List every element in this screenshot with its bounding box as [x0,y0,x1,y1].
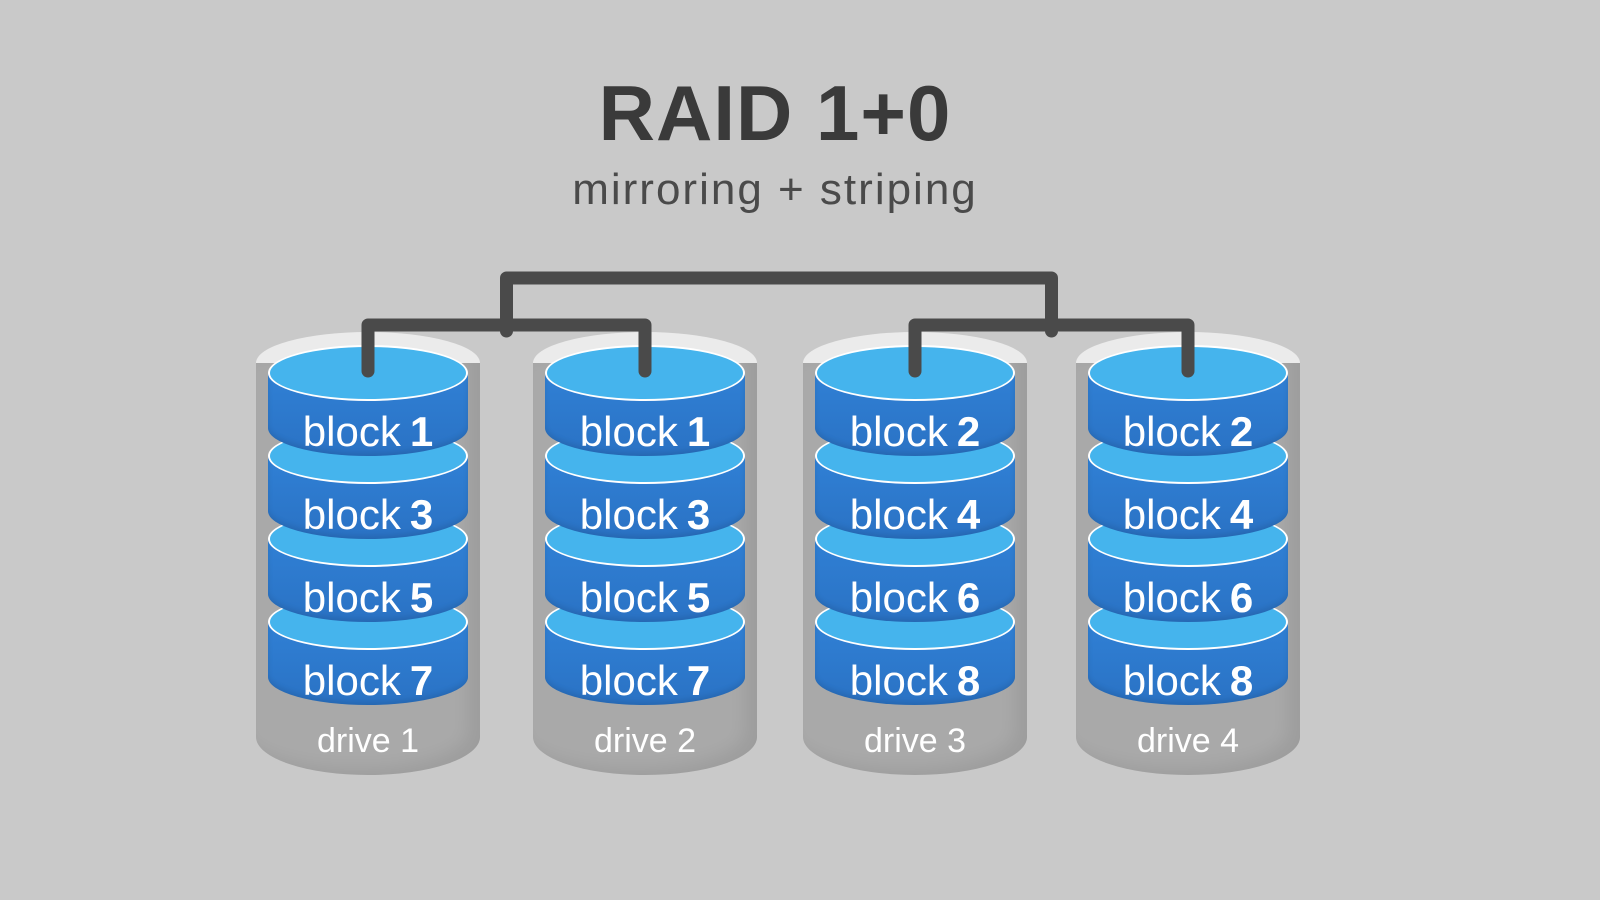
diagram-title: RAID 1+0 [598,69,952,157]
drive-label: drive 1 [316,722,420,760]
drive-label: drive 3 [863,722,967,760]
disk-top-ellipse [268,345,468,401]
disk-top-ellipse [545,345,745,401]
disk-top-ellipse [815,345,1015,401]
drive-label: drive 2 [593,722,697,760]
disk-top-ellipse [1088,345,1288,401]
connector-top-bar [500,271,1058,338]
diagram-subtitle: mirroring + striping [572,165,978,214]
drive-label: drive 4 [1136,722,1240,760]
